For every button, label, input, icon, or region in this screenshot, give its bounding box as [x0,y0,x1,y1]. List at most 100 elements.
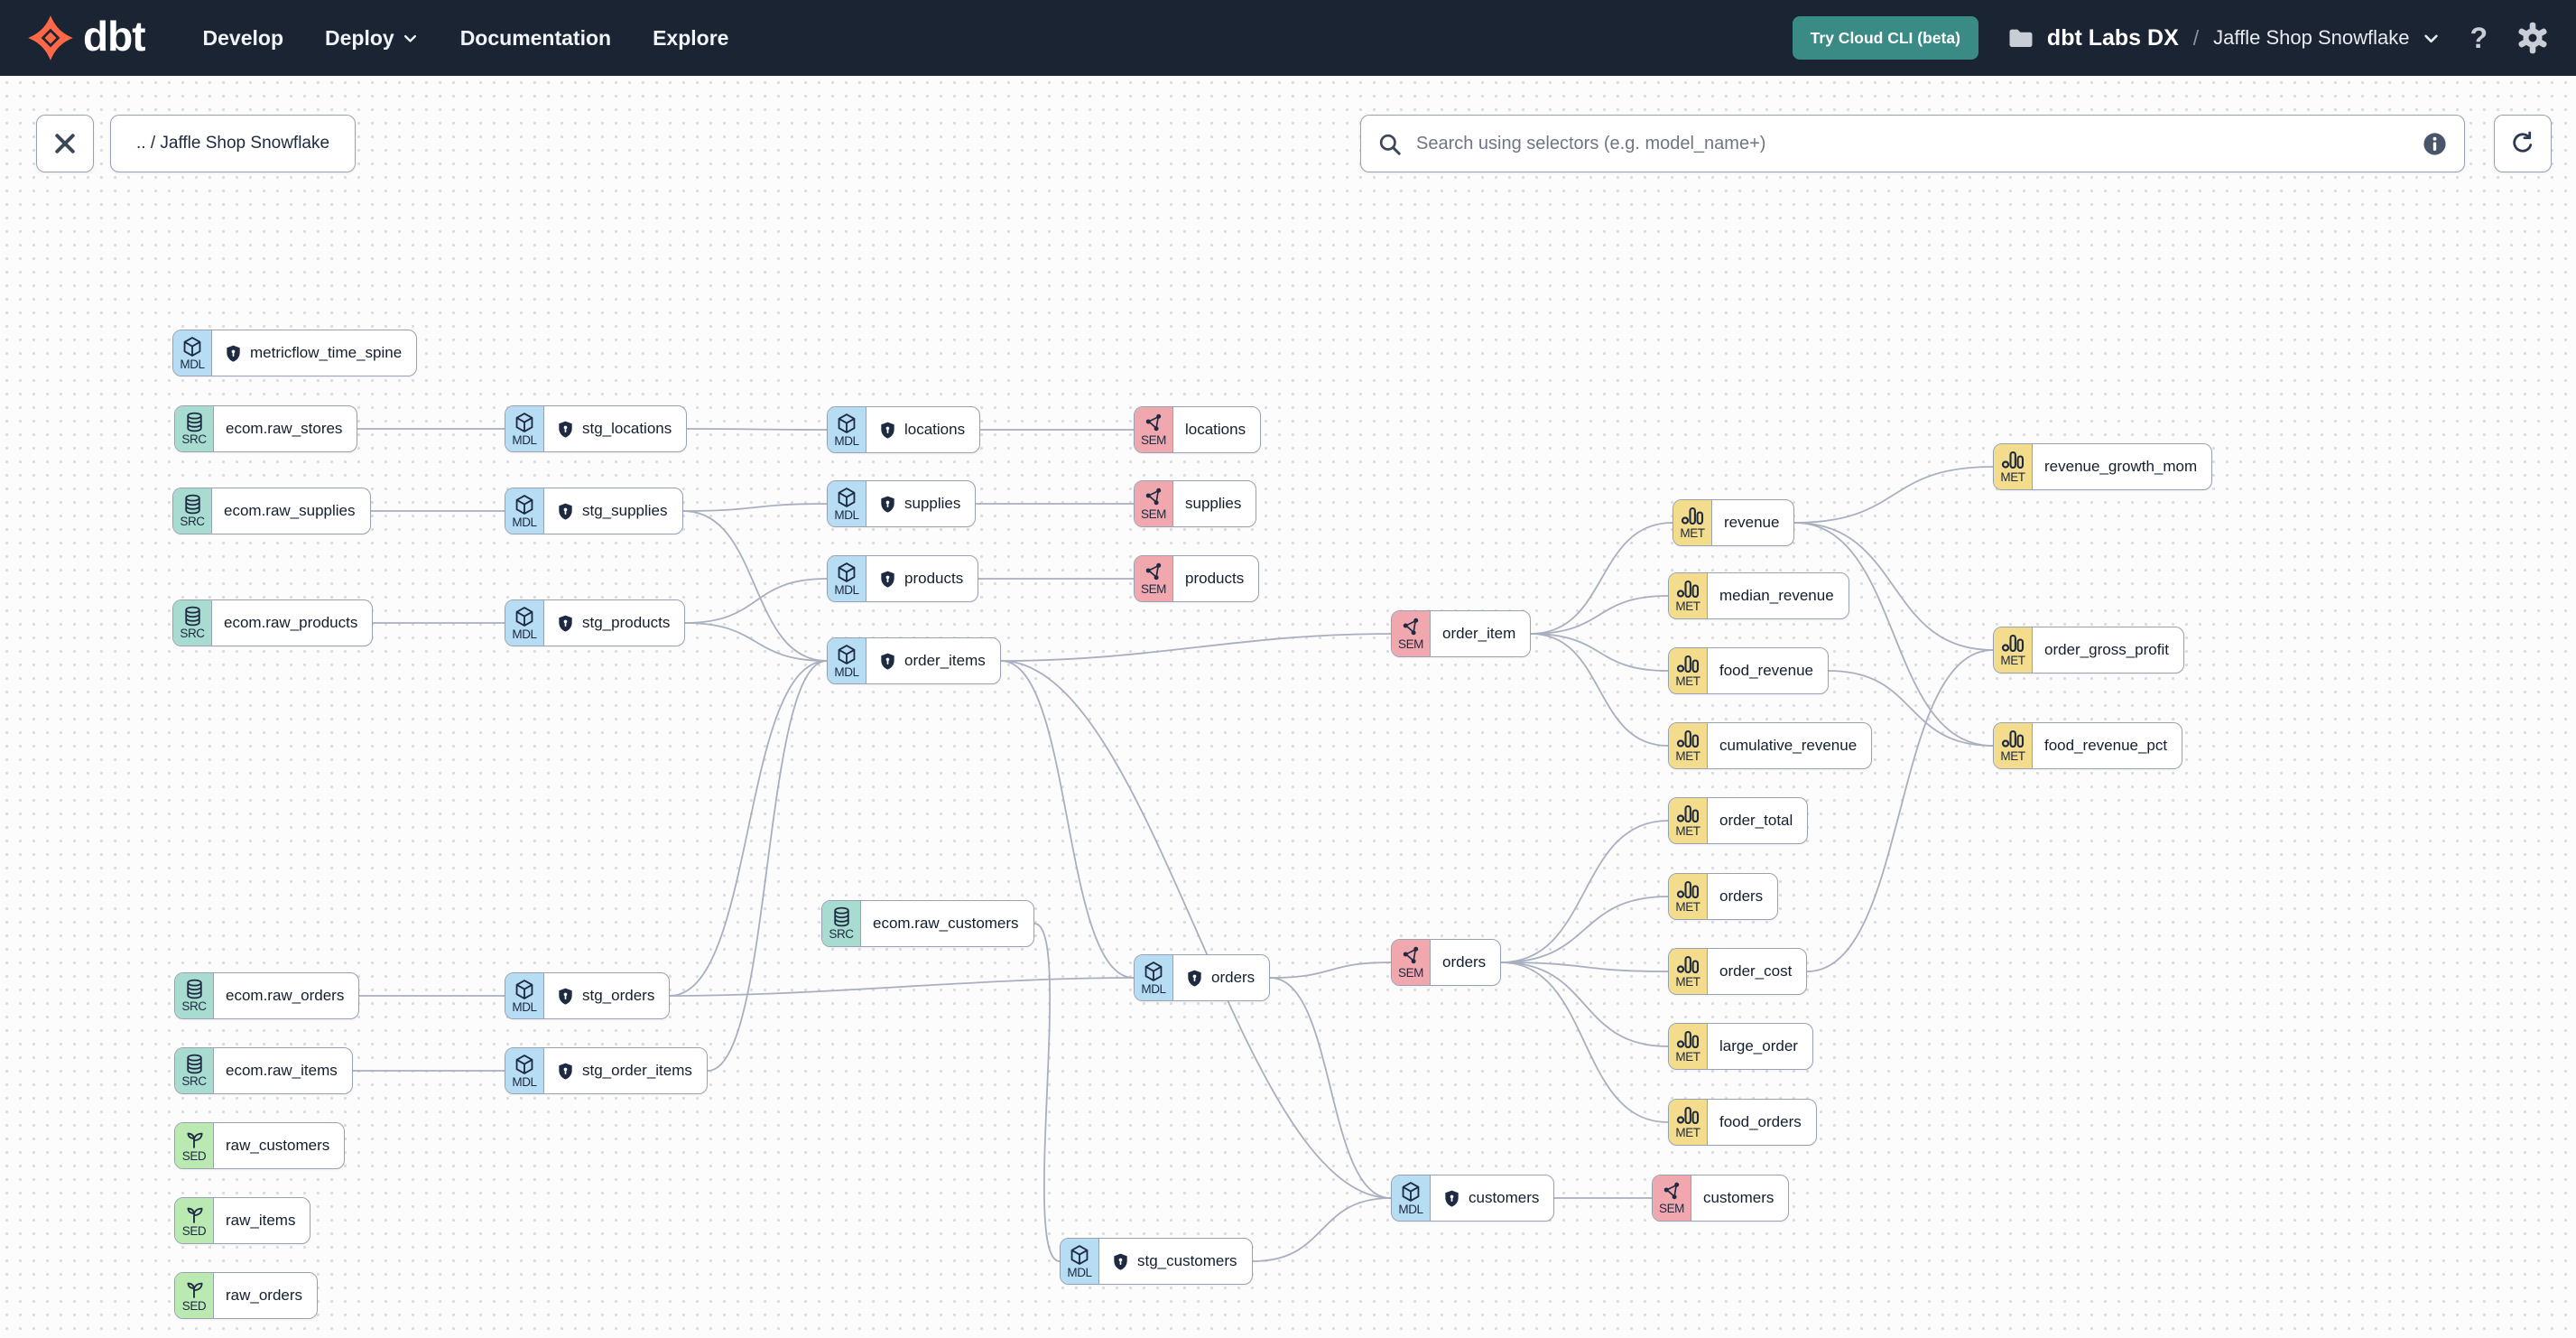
node-type-tile: MDL [1135,955,1173,1000]
node-body: ecom.raw_products [212,600,372,646]
node-type-label: MET [1675,974,1700,989]
node-type-tile: MDL [828,556,866,601]
node-type-label: SRC [181,432,207,447]
dbt-logo[interactable]: dbt [27,14,146,61]
metric-icon [2001,634,2025,652]
search-icon [1379,134,1401,155]
graph-node-locations_mdl[interactable]: MDL locations [827,406,981,453]
node-label: supplies [904,495,961,512]
cube-icon [838,413,856,433]
close-icon [55,134,75,153]
help-icon[interactable]: ? [2469,22,2488,54]
node-label: stg_order_items [582,1062,692,1079]
node-body: cumulative_revenue [1708,723,1871,768]
shield-lock-icon [227,345,240,362]
node-label: supplies [1185,495,1242,512]
cube-icon [515,1055,533,1074]
node-body: stg_locations [544,406,686,451]
node-body: order_item [1431,611,1530,656]
node-type-tile: SED [175,1273,214,1318]
cube-icon [183,337,201,357]
shield-lock-icon [881,653,894,670]
breadcrumb[interactable]: .. / Jaffle Shop Snowflake [110,115,357,172]
lineage-canvas[interactable] [0,76,2576,1338]
project-selector[interactable]: dbt Labs DX / Jaffle Shop Snowflake [2007,24,2442,51]
node-label: food_revenue [1719,662,1813,679]
node-body: median_revenue [1708,573,1849,618]
nav-deploy[interactable]: Deploy [325,26,419,51]
try-cloud-cli-button[interactable]: Try Cloud CLI (beta) [1792,16,1978,60]
seed-icon [187,1283,203,1299]
close-lineage-button[interactable] [36,115,94,172]
node-type-tile: SRC [822,901,861,946]
navbar-right: Try Cloud CLI (beta) dbt Labs DX / Jaffl… [1792,16,2549,60]
graph-node-order_cost_met[interactable]: MET order_cost [1668,948,1808,995]
search-input[interactable] [1414,132,2409,155]
node-type-tile: MET [1669,874,1708,919]
node-type-tile: MDL [828,407,866,452]
node-type-tile: SEM [1135,556,1173,601]
account-name: dbt Labs DX [2046,24,2179,51]
refresh-button[interactable] [2494,115,2552,172]
node-label: ecom.raw_orders [226,987,345,1004]
nav-develop[interactable]: Develop [202,25,283,50]
node-body: order_cost [1708,949,1806,994]
node-type-tile: SEM [1135,407,1173,452]
graph-node-raw_items_seed[interactable]: SED raw_items [174,1197,311,1244]
info-icon[interactable] [2422,131,2448,157]
shield-lock-icon [1114,1253,1127,1270]
node-type-tile: SRC [175,406,214,451]
shield-lock-icon [881,571,894,588]
node-type-tile: SRC [173,488,212,534]
node-label: locations [1185,421,1246,438]
node-type-label: SEM [1397,637,1424,652]
selector-search [1360,115,2465,172]
node-type-tile: MET [1669,573,1708,618]
graph-node-locations_sem[interactable]: SEM locations [1134,406,1262,453]
node-label: locations [904,421,966,438]
nav-explore[interactable]: Explore [653,25,729,50]
gear-icon[interactable] [2516,22,2549,54]
node-type-tile: SED [175,1198,214,1243]
nav-documentation[interactable]: Documentation [459,25,612,50]
graph-node-order_item_sem[interactable]: SEM order_item [1391,610,1532,657]
node-body: order_items [866,638,1000,683]
shield-lock-icon [559,421,572,438]
node-label: raw_items [226,1212,296,1229]
